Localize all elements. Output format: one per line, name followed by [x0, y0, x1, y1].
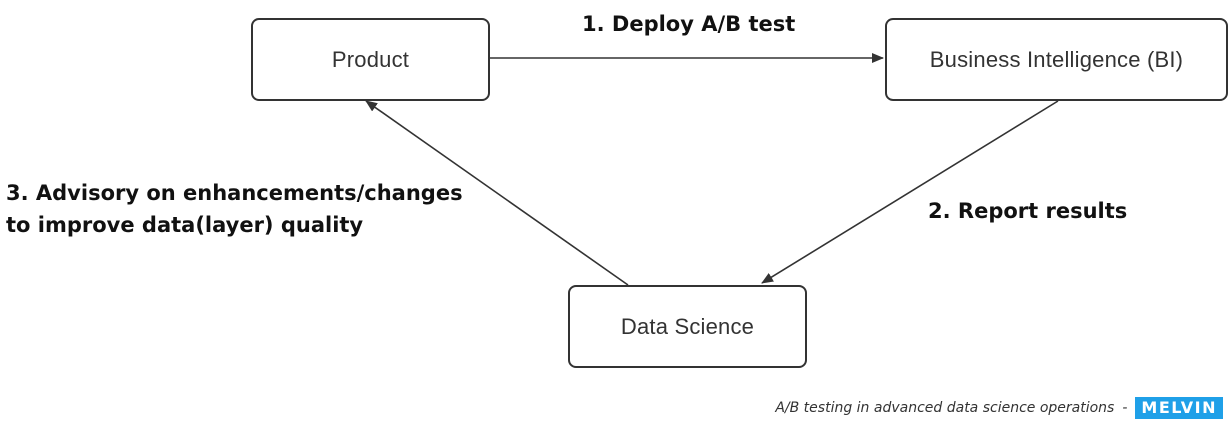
caption-separator: -: [1122, 400, 1128, 416]
edge-label-advisory: 3. Advisory on enhancements/changes to i…: [6, 177, 463, 241]
edge-label-advisory-line2: to improve data(layer) quality: [6, 213, 364, 237]
caption: A/B testing in advanced data science ope…: [775, 397, 1223, 419]
edge-bi-to-data-science: [761, 100, 1059, 284]
node-business-intelligence: Business Intelligence (BI): [885, 18, 1228, 101]
edge-data-science-to-product: [365, 100, 629, 286]
node-data-science-label: Data Science: [620, 313, 755, 339]
edge-label-advisory-line1: 3. Advisory on enhancements/changes: [6, 181, 463, 205]
edge-label-report: 2. Report results: [928, 199, 1128, 223]
node-product: Product: [251, 18, 490, 101]
caption-text: A/B testing in advanced data science ope…: [775, 400, 1115, 416]
edge-label-deploy: 1. Deploy A/B test: [582, 12, 796, 36]
node-data-science: Data Science: [568, 285, 807, 368]
node-bi-label: Business Intelligence (BI): [929, 46, 1184, 72]
node-product-label: Product: [331, 46, 410, 72]
brand-logo: MELVIN: [1135, 397, 1223, 419]
